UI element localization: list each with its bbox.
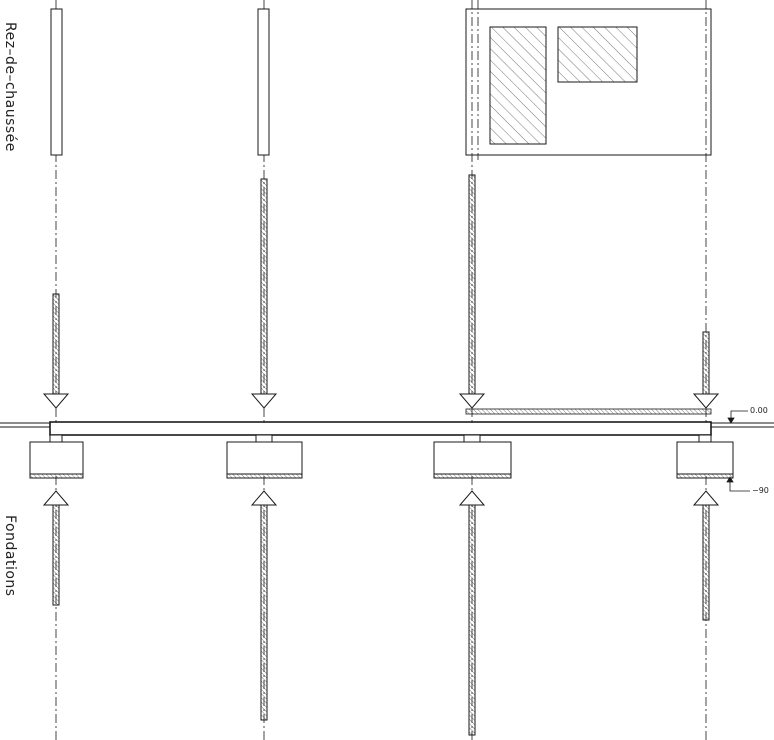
foundation-beam bbox=[49, 421, 712, 436]
ground-floor-label: Rez–de–chaussée bbox=[2, 22, 18, 152]
load-arrow-down-1 bbox=[42, 293, 70, 409]
level-top-value: 0.00 bbox=[750, 406, 768, 415]
column-2 bbox=[257, 8, 270, 156]
footings bbox=[29, 434, 734, 479]
hatched-element-wide bbox=[557, 26, 638, 83]
load-arrow-down-2 bbox=[250, 178, 278, 409]
load-arrow-down-4 bbox=[692, 331, 720, 409]
reaction-arrow-up-3 bbox=[458, 490, 486, 736]
footing-4 bbox=[676, 434, 734, 479]
slab-strip bbox=[465, 408, 712, 415]
reaction-arrow-up-1 bbox=[42, 490, 70, 606]
column-1 bbox=[50, 8, 63, 156]
footing-3 bbox=[433, 434, 512, 479]
downward-loads bbox=[42, 174, 720, 409]
foundations-label: Fondations bbox=[2, 515, 18, 597]
footing-2 bbox=[226, 434, 303, 479]
hatched-element-tall bbox=[489, 26, 547, 145]
level-bottom-value: −90 bbox=[752, 486, 769, 495]
level-marker-top bbox=[727, 410, 748, 424]
upward-reactions bbox=[42, 490, 720, 736]
load-arrow-down-3 bbox=[458, 174, 486, 409]
grid-axes bbox=[55, 0, 707, 740]
ground-floor-columns bbox=[50, 8, 270, 156]
room-outline bbox=[465, 8, 712, 156]
reaction-arrow-up-4 bbox=[692, 490, 720, 621]
level-marker-bottom bbox=[726, 476, 750, 492]
ground-line bbox=[0, 422, 774, 428]
reaction-arrow-up-2 bbox=[250, 490, 278, 721]
footing-1 bbox=[29, 434, 84, 479]
ground-floor-room bbox=[465, 8, 712, 156]
